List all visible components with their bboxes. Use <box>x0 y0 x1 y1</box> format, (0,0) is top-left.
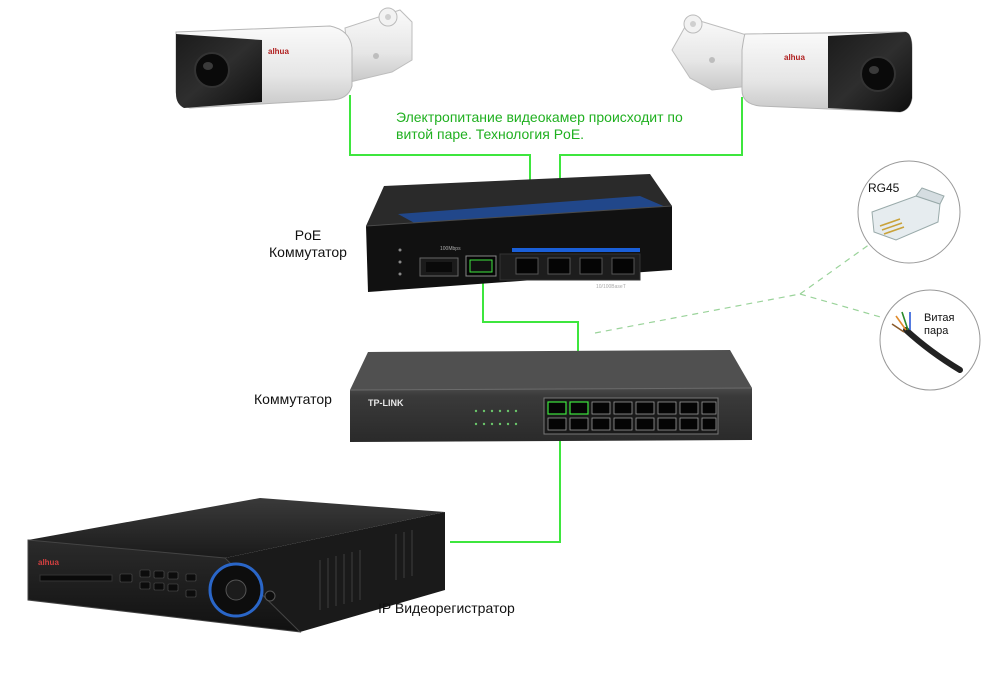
tp-link-switch-device: TP-LINK <box>349 350 753 442</box>
camera-right-brand: alhua <box>784 53 805 62</box>
rj45-label: RG45 <box>868 181 900 195</box>
dashed-leader-lines <box>594 243 885 334</box>
poe-power-note: Электропитание видеокамер происходит по … <box>396 109 683 142</box>
nvr-brand-label: alhua <box>38 558 59 567</box>
twisted-pair-label: Витая пара <box>924 312 955 337</box>
cable-switch-to-nvr <box>450 410 561 543</box>
rj45-callout <box>857 160 961 264</box>
switch-brand-label: TP-LINK <box>368 398 404 408</box>
poe-switch-speed-label: 100Mbps <box>440 246 461 252</box>
ip-camera-right: alhua <box>671 14 913 113</box>
cable-lines <box>349 95 743 543</box>
nvr-device: alhua <box>27 498 445 633</box>
nvr-label: IP Видеорегистратор <box>378 600 515 616</box>
ip-camera-left: alhua <box>175 7 413 109</box>
poe-switch-label: PoE Коммутатор <box>269 227 347 260</box>
poe-switch-device: 100Mbps 10/100BaseT <box>365 174 673 292</box>
twisted-pair-callout <box>879 289 981 391</box>
camera-left-brand: alhua <box>268 47 289 56</box>
switch-label: Коммутатор <box>254 391 332 407</box>
poe-switch-model-label: 10/100BaseT <box>596 284 626 290</box>
